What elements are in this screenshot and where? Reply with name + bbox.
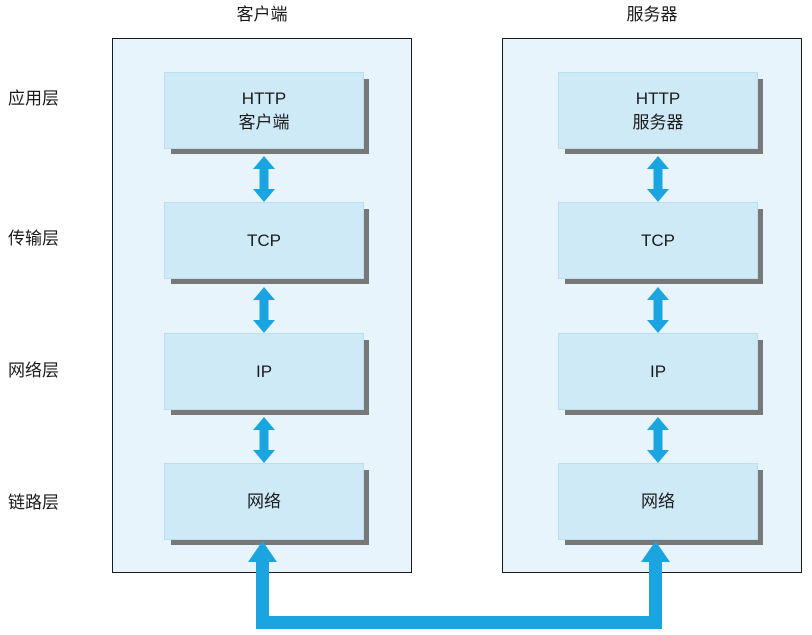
layer-box-line1: 网络 — [247, 491, 281, 511]
layer-box-line1: 网络 — [641, 491, 675, 511]
layer-box-tcp-client[interactable]: TCP — [164, 202, 364, 279]
layer-box-line2: 服务器 — [632, 112, 684, 132]
double-arrow-app-transport-server — [647, 156, 669, 202]
layer-box-network-client[interactable]: 网络 — [164, 463, 364, 540]
layer-box-tcp-server[interactable]: TCP — [558, 202, 758, 279]
row-label-application-layer: 应用层 — [8, 89, 59, 108]
double-arrow-network-link-server — [647, 417, 669, 463]
layer-box-line1: HTTP — [241, 88, 287, 108]
layer-box-line1: IP — [649, 361, 667, 381]
double-arrow-network-link-client — [253, 417, 275, 463]
column-title-client: 客户端 — [236, 5, 288, 24]
double-arrow-transport-network-server — [647, 287, 669, 333]
layer-box-http-client[interactable]: HTTP 客户端 — [164, 72, 364, 149]
layer-box-line1: TCP — [247, 230, 281, 250]
row-label-network-layer: 网络层 — [8, 361, 59, 380]
double-arrow-transport-network-client — [253, 287, 275, 333]
host-panel-server: HTTP 服务器 TCP IP 网络 — [502, 38, 802, 573]
layer-box-line1: IP — [255, 361, 273, 381]
layer-box-line2: 客户端 — [238, 112, 290, 132]
row-label-transport-layer: 传输层 — [8, 229, 59, 248]
layer-box-ip-client[interactable]: IP — [164, 333, 364, 410]
column-title-server: 服务器 — [626, 5, 678, 24]
layer-box-http-server[interactable]: HTTP 服务器 — [558, 72, 758, 149]
host-panel-client: HTTP 客户端 TCP IP 网络 — [112, 38, 412, 573]
row-label-link-layer: 链路层 — [8, 493, 59, 512]
layer-box-line1: HTTP — [635, 88, 681, 108]
layer-box-ip-server[interactable]: IP — [558, 333, 758, 410]
layer-box-network-server[interactable]: 网络 — [558, 463, 758, 540]
layer-box-line1: TCP — [641, 230, 675, 250]
double-arrow-app-transport-client — [253, 156, 275, 202]
